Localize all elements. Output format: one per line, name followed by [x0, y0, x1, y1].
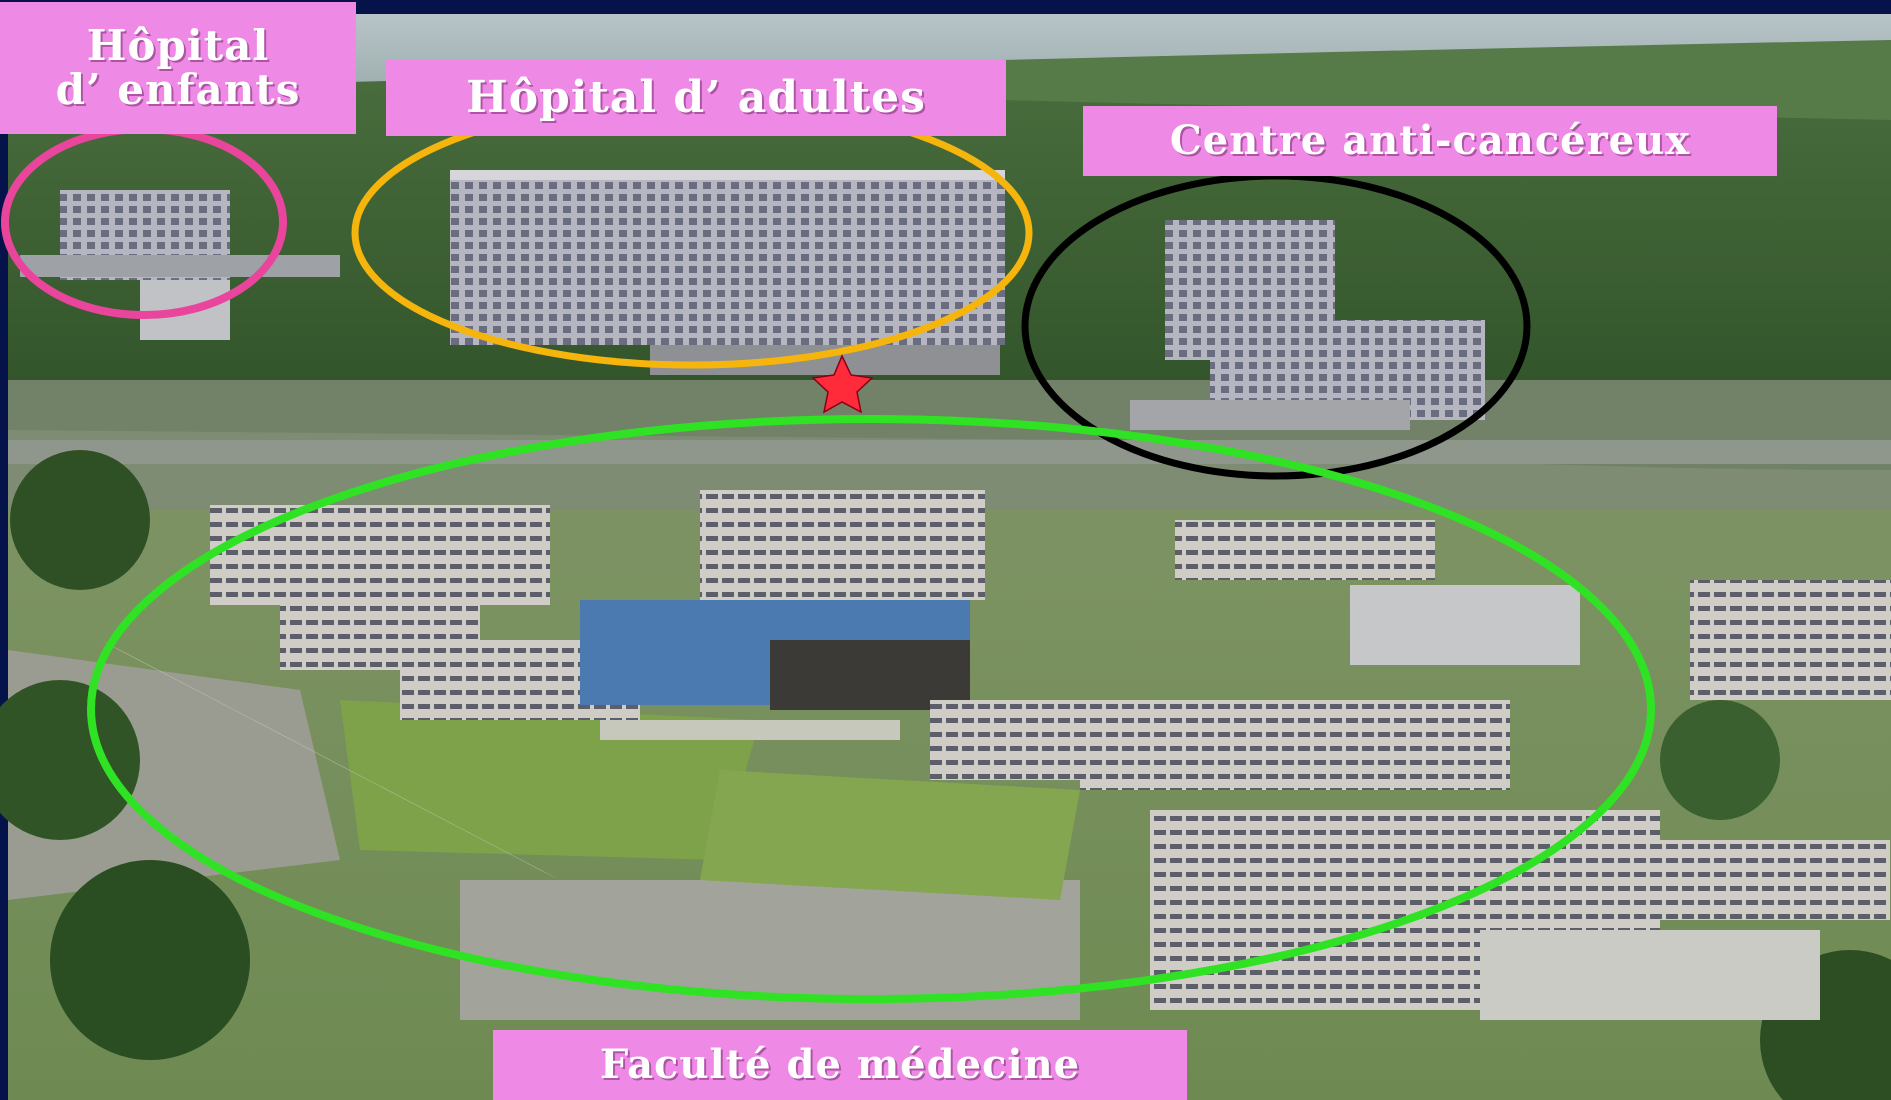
faculte-ring [87, 415, 1655, 1003]
label-faculte-medecine: Faculté de médecine [493, 1030, 1187, 1100]
cancer-center-ring [1021, 172, 1531, 480]
photo-content [0, 14, 1891, 1100]
label-hopital-adultes: Hôpital d’ adultes [386, 60, 1006, 136]
location-star-icon [811, 354, 874, 414]
label-centre-anti-cancereux: Centre anti-cancéreux [1083, 106, 1777, 176]
label-hopital-enfants: Hôpital d’ enfants [0, 2, 356, 134]
